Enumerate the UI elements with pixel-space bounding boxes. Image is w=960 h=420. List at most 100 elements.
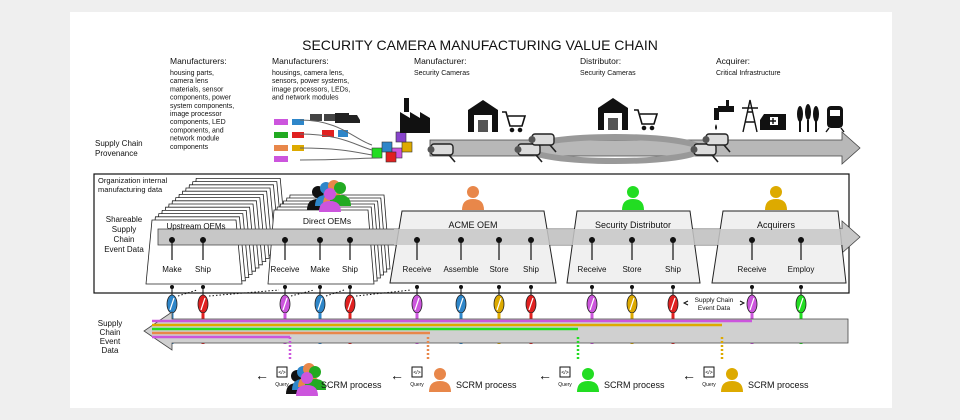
tier-heading-2: Manufacturer: — [414, 56, 466, 66]
event-junction — [415, 285, 419, 289]
stage-name-distributor: Security Distributor — [595, 220, 671, 230]
event-label: Ship — [342, 265, 359, 274]
event-link — [290, 289, 315, 297]
internal-line-1: Organization internal — [98, 176, 168, 185]
event-dot — [589, 237, 595, 243]
event-label: Make — [162, 265, 182, 274]
wheat-icon — [797, 104, 819, 132]
event-link — [355, 289, 412, 297]
internal-line-2: manufacturing data — [98, 185, 163, 194]
provenance-line-2: Provenance — [95, 149, 138, 158]
event-data-line-2: Chain — [100, 328, 121, 337]
diagram-card: </> SECURITY CAMERA MANUFACTURING VALUE … — [70, 12, 892, 408]
event-dot — [749, 237, 755, 243]
event-token-slash — [200, 297, 206, 311]
scrm-person-icon — [577, 368, 599, 392]
event-dot — [200, 237, 206, 243]
query-icon — [276, 366, 288, 378]
camera-icon-4 — [689, 143, 719, 163]
shareable-label: Shareable Supply Chain Event Data — [104, 215, 144, 254]
tier-body-0-0: housing parts, — [170, 70, 214, 77]
scrm-person-icon — [429, 368, 451, 392]
event-label: Receive — [403, 265, 432, 274]
event-token-slash — [414, 297, 420, 311]
event-data-callout: Supply Chain Event Data — [682, 297, 746, 312]
event-token-slash — [629, 297, 635, 311]
event-junction — [201, 285, 205, 289]
ambulance-icon — [760, 114, 786, 130]
stage-name-acquirer: Acquirers — [757, 220, 796, 230]
tier-body-0-8: network module — [170, 136, 220, 143]
event-token-slash — [496, 297, 502, 311]
event-label: Store — [489, 265, 509, 274]
tier-body-0-5: image processor — [170, 111, 222, 118]
event-dot — [496, 237, 502, 243]
component-factories — [274, 113, 360, 162]
tier-body-1-0: housings, camera lens, — [272, 70, 344, 77]
event-label: Receive — [271, 265, 300, 274]
event-junction — [590, 285, 594, 289]
event-link — [208, 289, 280, 297]
event-dot — [169, 237, 175, 243]
supply-curves — [299, 119, 381, 161]
event-label: Ship — [665, 265, 682, 274]
callout-line-1: Supply Chain — [695, 297, 734, 304]
query-label: Query — [275, 382, 289, 388]
tier-body-0-3: components, power — [170, 95, 232, 102]
tier-body-4-0: Critical Infrastructure — [716, 70, 781, 77]
event-dot — [317, 237, 323, 243]
camera-icon-2 — [513, 143, 543, 163]
event-label: Make — [310, 265, 330, 274]
event-label: Receive — [738, 265, 767, 274]
query-icon — [703, 366, 715, 378]
event-data-arrow — [143, 311, 849, 351]
tier-body-1-3: and network modules — [272, 95, 339, 102]
scrm-process-1: ← Query SCRM process — [390, 366, 517, 392]
event-junction — [170, 285, 174, 289]
factory-icon — [400, 98, 430, 133]
cart-icon — [502, 111, 527, 133]
distributor-warehouse-icon — [598, 98, 628, 130]
event-token-slash — [589, 297, 595, 311]
event-token-slash — [282, 297, 288, 311]
tier-body-1-2: image processors, LEDs, — [272, 86, 350, 93]
tier-heading-1: Manufacturers: — [272, 56, 329, 66]
event-token-slash — [528, 297, 534, 311]
event-token-slash — [347, 297, 353, 311]
tier-body-0-1: camera lens — [170, 78, 209, 85]
tier-headings: Manufacturers: housing parts,camera lensm… — [170, 56, 781, 151]
scrm-person-icon — [721, 368, 743, 392]
event-data-line-3: Event — [100, 337, 121, 346]
scrm-arrow: ← — [390, 367, 404, 383]
event-junction — [318, 285, 322, 289]
event-label: Ship — [195, 265, 212, 274]
shareable-line-2: Supply — [112, 225, 136, 234]
callout-line-2: Event Data — [698, 305, 731, 312]
event-dot — [458, 237, 464, 243]
query-icon — [411, 366, 423, 378]
event-junction — [283, 285, 287, 289]
scrm-label: SCRM process — [456, 380, 517, 390]
train-icon — [825, 106, 845, 133]
internal-data-label: Organization internal manufacturing data — [98, 176, 168, 194]
event-dot — [528, 237, 534, 243]
event-dot — [282, 237, 288, 243]
event-dot — [629, 237, 635, 243]
tier-body-0-2: materials, sensor — [170, 86, 224, 93]
event-token-slash — [670, 297, 676, 311]
event-data-label: Supply Chain Event Data — [98, 319, 122, 355]
event-token-slash — [169, 297, 175, 311]
event-dot — [670, 237, 676, 243]
query-label: Query — [702, 382, 716, 388]
event-label: Store — [622, 265, 642, 274]
event-dot — [414, 237, 420, 243]
event-data-line-4: Data — [102, 346, 119, 355]
scrm-arrow: ← — [682, 367, 696, 383]
stage-name-direct: Direct OEMs — [303, 216, 351, 226]
scrm-group-icon — [286, 363, 326, 396]
tier-heading-0: Manufacturers: — [170, 56, 227, 66]
query-label: Query — [410, 382, 424, 388]
stage-name-acme: ACME OEM — [448, 220, 497, 230]
